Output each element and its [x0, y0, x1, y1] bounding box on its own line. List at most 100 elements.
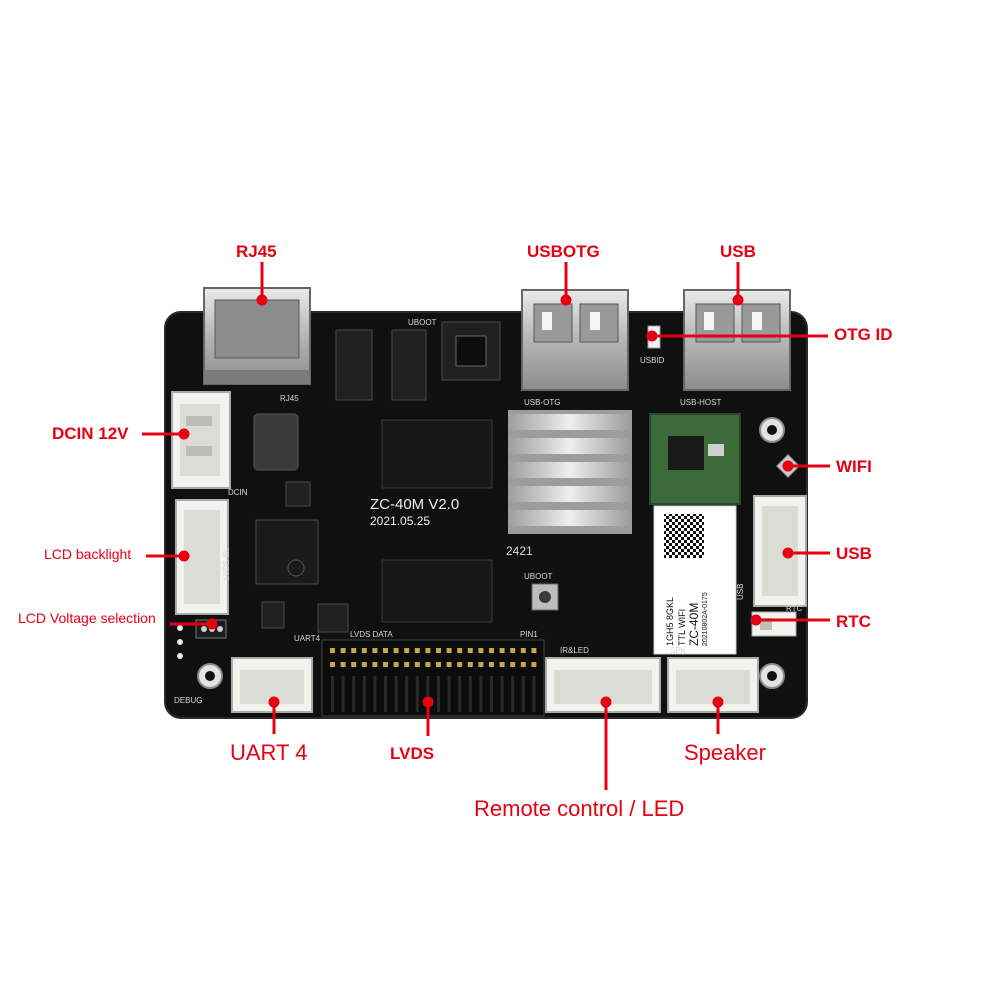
rj45-jack [203, 287, 311, 385]
lvds-pin [425, 662, 431, 667]
lvds-pin [436, 662, 441, 667]
label-wifi: WIFI [836, 457, 872, 476]
sticker-line-1: 1GH5 8GKL [665, 596, 675, 646]
lvds-pin [404, 662, 410, 667]
lvds-pin [457, 648, 463, 653]
lvds-pin-lead [532, 676, 536, 712]
lvds-pin-lead [458, 676, 462, 712]
lvds-pin-lead [437, 676, 440, 712]
silk-dcin: DCIN [228, 488, 248, 497]
lvds-pin [372, 662, 378, 667]
silk-usb-otg: USB-OTG [524, 398, 561, 407]
silk-usbid: USBID [640, 356, 665, 365]
silk-uboot-top: UBOOT [408, 318, 437, 327]
silk-rtc: RTC [786, 604, 803, 613]
sticker-line-4: 20210802A-0175 [702, 592, 709, 646]
label-otg-id: OTG ID [834, 325, 893, 344]
lvds-pin [478, 662, 484, 667]
lvds-pin-lead [394, 676, 398, 712]
lvds-pin [510, 648, 516, 653]
dcin-connector [171, 391, 231, 489]
lvds-pin [340, 648, 346, 653]
lvds-pin [457, 662, 463, 667]
lvds-pin-lead [384, 676, 387, 712]
lvds-pin [351, 648, 357, 653]
lvds-pin [467, 662, 473, 667]
lvds-pin [330, 648, 335, 653]
lvds-pin [520, 662, 526, 667]
silk-lvds-bl: LVDS-BL [222, 547, 231, 580]
lvds-pin-lead [479, 676, 483, 712]
lvds-pin-lead [352, 676, 356, 712]
leader-lines [142, 262, 830, 790]
board-model: ZC-40M V2.0 [370, 496, 460, 513]
silk-debug: DEBUG [174, 696, 203, 705]
label-dcin: DCIN 12V [52, 424, 129, 443]
ethernet-phy-chip [255, 519, 319, 585]
label-lcd-backlight: LCD backlight [44, 546, 132, 562]
lvds-pin [446, 662, 452, 667]
inductor [253, 413, 299, 471]
lvds-pin [489, 662, 494, 667]
lvds-header [321, 639, 545, 717]
uart4-connector [231, 657, 313, 713]
label-lvds: LVDS [390, 744, 435, 763]
lvds-pin-lead [490, 676, 493, 712]
cpu-logo-mark [455, 335, 487, 367]
lvds-pin [351, 662, 357, 667]
lvds-pin-lead [373, 676, 377, 712]
lvds-pin [531, 648, 537, 653]
lvds-pin [510, 662, 516, 667]
label-remote-led: Remote control / LED [474, 796, 685, 821]
uboot-button [531, 583, 559, 611]
silk-uart4: UART4 [294, 634, 321, 643]
lvds-pin [499, 648, 505, 653]
lvds-pin [383, 648, 388, 653]
lvds-pin-lead [521, 676, 525, 712]
silk-lvds-data: LVDS DATA [350, 630, 393, 639]
label-lcd-voltage: LCD Voltage selection [18, 610, 156, 626]
silk-code: 2421 [506, 544, 533, 558]
lvds-pin-lead [447, 676, 451, 712]
wifi-module [649, 413, 741, 505]
lvds-pin [499, 662, 505, 667]
power-ics [261, 321, 501, 633]
usb-otg-connector [521, 289, 629, 391]
sticker-line-3: ZC-40M [687, 602, 701, 646]
memory-chip-top [381, 419, 493, 489]
lvds-pin [520, 648, 526, 653]
lvds-pin [478, 648, 484, 653]
label-speaker: Speaker [684, 740, 766, 765]
lvds-pin-lead [468, 676, 472, 712]
lvds-pin [467, 648, 473, 653]
lvds-pin [531, 662, 537, 667]
label-usb-top: USB [720, 242, 756, 261]
lvds-pin [489, 648, 494, 653]
silk-uboot: UBOOT [524, 572, 553, 581]
lvds-pin [330, 662, 335, 667]
usb-header-connector [753, 495, 807, 607]
lvds-pin-lead [426, 676, 430, 712]
silk-ir-led: IR&LED [560, 646, 589, 655]
lvds-pin [436, 648, 441, 653]
silk-usb-host: USB-HOST [680, 398, 722, 407]
lvds-pin-lead [362, 676, 366, 712]
lvds-pin [393, 648, 399, 653]
lvds-pin-lead [500, 676, 504, 712]
label-rtc: RTC [836, 612, 871, 631]
silk-rj45: RJ45 [280, 394, 299, 403]
lvds-pin [414, 648, 420, 653]
label-uart4: UART 4 [230, 740, 308, 765]
lvds-pin [383, 662, 388, 667]
lvds-pin [361, 648, 367, 653]
lvds-pin-lead [415, 676, 419, 712]
lvds-pin-lead [511, 676, 515, 712]
debug-pads [177, 625, 183, 659]
lvds-pin [414, 662, 420, 667]
silk-usb: USB [736, 583, 745, 600]
label-usbotg: USBOTG [527, 242, 600, 261]
lvds-pin-lead [341, 676, 345, 712]
board-date: 2021.05.25 [370, 514, 431, 528]
